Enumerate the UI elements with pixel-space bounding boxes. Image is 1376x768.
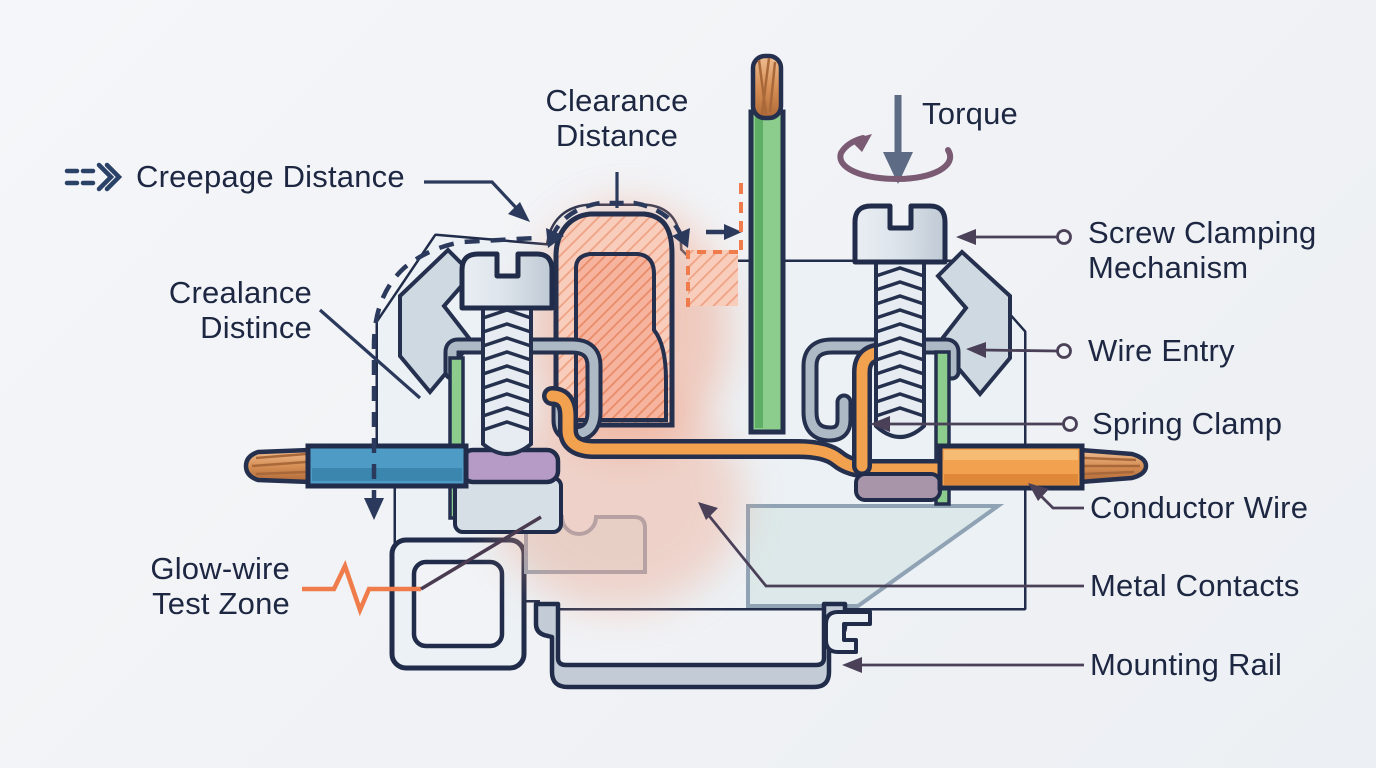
conductor-wire-right-orange xyxy=(937,443,1149,491)
clamp-frame-right xyxy=(801,337,961,443)
mounting-foot xyxy=(389,537,527,671)
screw-left xyxy=(459,251,555,456)
ground-wire-green xyxy=(748,53,786,435)
wire-entry-label: Wire Entry xyxy=(1088,333,1235,368)
torque-down-arrow-icon xyxy=(883,95,913,184)
creepage-dashes-icon xyxy=(64,163,122,192)
glow-wire-test-zone-label: Glow-wire Test Zone xyxy=(150,551,290,621)
metal-busbar xyxy=(542,386,954,479)
contact-bar-right xyxy=(854,472,942,502)
metal-contacts-label: Metal Contacts xyxy=(1090,568,1300,603)
mounting-rail-channel xyxy=(533,601,848,690)
conductor-wire-label: Conductor Wire xyxy=(1090,490,1309,525)
torque-label: Torque xyxy=(922,96,1018,131)
conductor-wire-left-blue xyxy=(243,443,469,489)
mounting-rail-label: Mounting Rail xyxy=(1090,647,1283,682)
rail-claw xyxy=(824,610,872,654)
spring-clamp-label: Spring Clamp xyxy=(1092,406,1283,441)
creepage-label-group: Creepage Distance xyxy=(64,159,405,195)
leader-lines xyxy=(302,172,1084,673)
torque-rotation-icon xyxy=(837,134,953,183)
creepage-distance-label: Creepage Distance xyxy=(136,159,405,194)
screw-clamping-mechanism-label: Screw Clamping Mechanism xyxy=(1088,215,1317,285)
crealance-distince-label: Crealance Distince xyxy=(168,275,312,345)
clearance-distance-label: Clearance Distance xyxy=(545,83,689,153)
screw-right xyxy=(852,203,948,439)
base-plate-left xyxy=(453,476,563,534)
inner-cavity-teal xyxy=(746,504,1005,608)
creepage-dashed-path xyxy=(364,235,537,520)
